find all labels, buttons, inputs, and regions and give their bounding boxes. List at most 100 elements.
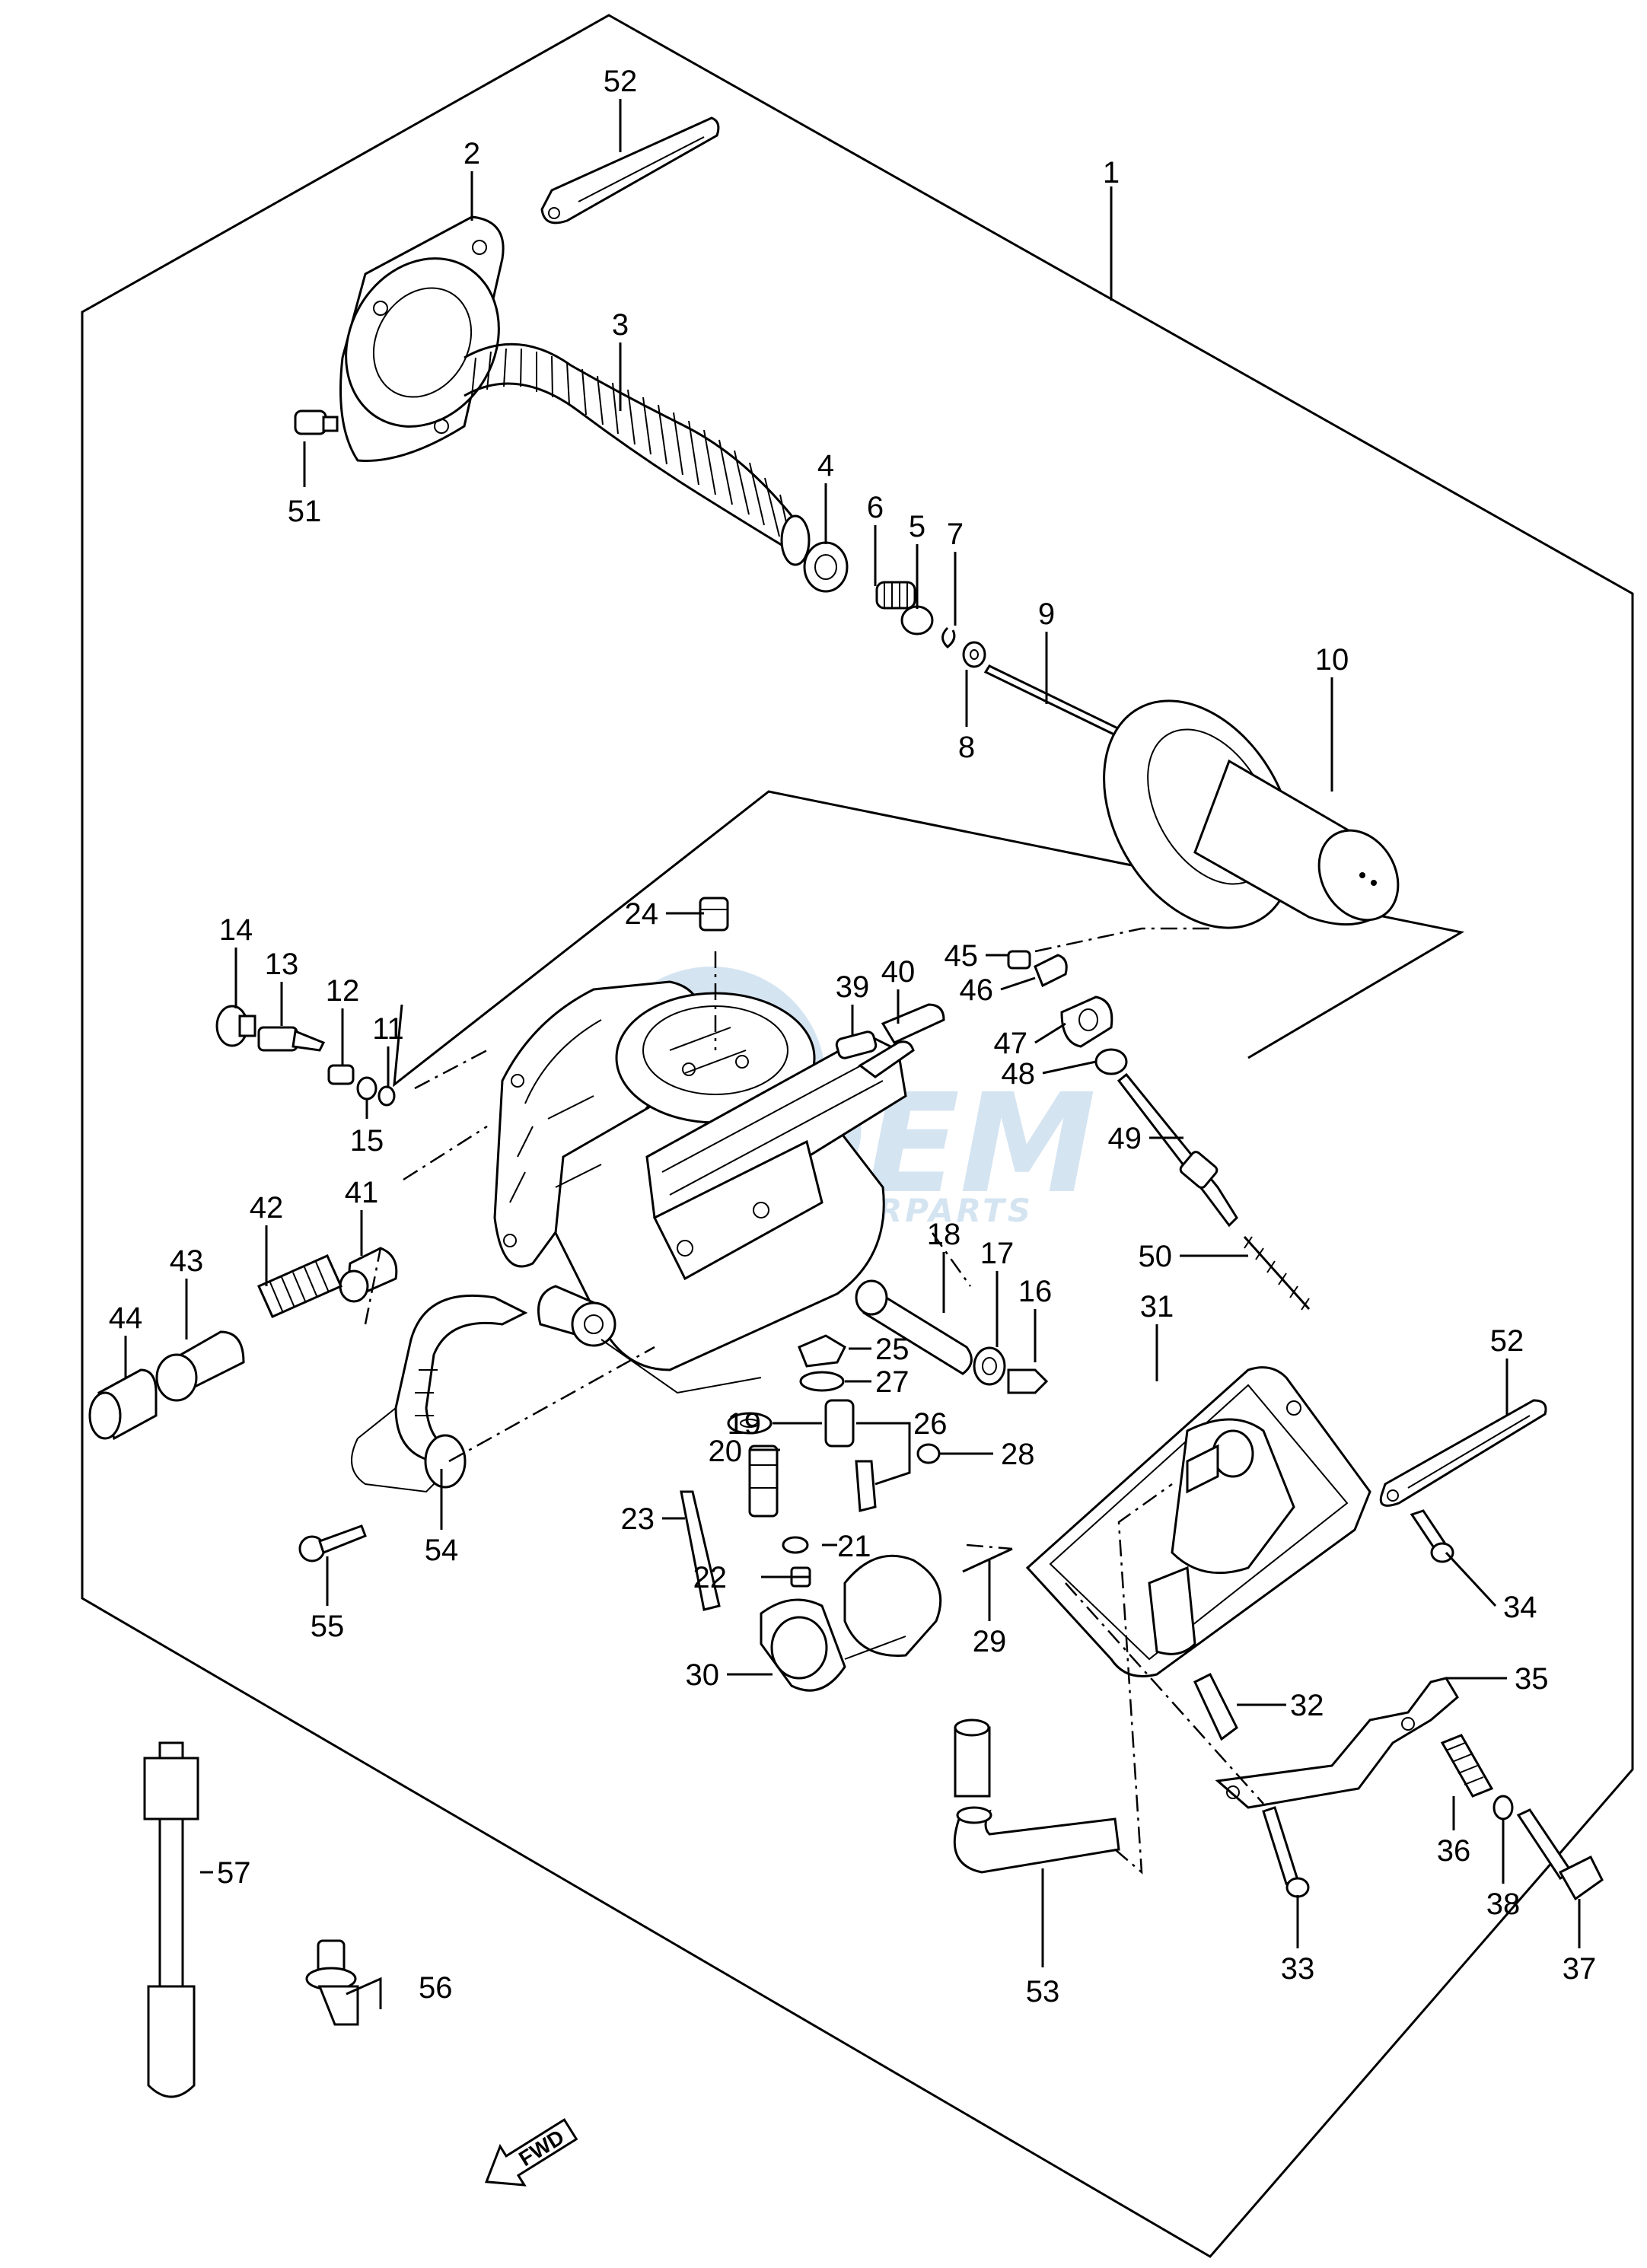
screw-37 <box>1516 1808 1604 1901</box>
callout-46: 46 <box>960 973 994 1007</box>
pin-29 <box>962 1547 1013 1573</box>
callout-54: 54 <box>425 1534 459 1567</box>
cap-25 <box>798 1334 846 1368</box>
leader-lines <box>124 99 1581 2009</box>
callout-labels: 1 2 3 4 5 6 7 8 9 10 11 12 13 14 15 16 1… <box>109 65 1597 2008</box>
hose-53 <box>953 1719 1120 1874</box>
callout-21: 21 <box>837 1530 871 1563</box>
screw-34 <box>1410 1509 1454 1563</box>
callout-38: 38 <box>1486 1887 1521 1921</box>
oring-48 <box>1094 1048 1128 1075</box>
callout-19: 19 <box>728 1407 762 1441</box>
callout-3: 3 <box>612 308 629 342</box>
oring-17 <box>973 1346 1006 1386</box>
callout-52-top: 52 <box>604 65 638 98</box>
callout-34: 34 <box>1503 1591 1537 1624</box>
callout-43: 43 <box>170 1244 204 1278</box>
fwd-arrow: FWD <box>484 2118 578 2187</box>
callout-56: 56 <box>419 1971 453 2005</box>
screw-40 <box>881 1003 945 1044</box>
screw-33 <box>1262 1806 1310 1898</box>
callout-45: 45 <box>945 939 979 973</box>
cover-2 <box>339 215 505 462</box>
jet-20 <box>748 1445 779 1518</box>
screw-32 <box>1193 1672 1238 1741</box>
callout-42: 42 <box>250 1191 284 1225</box>
switch-56 <box>305 1939 359 2026</box>
callout-22: 22 <box>693 1561 728 1594</box>
callout-26: 26 <box>913 1407 948 1441</box>
washer-15 <box>356 1076 378 1101</box>
callout-15: 15 <box>350 1124 384 1158</box>
piston-10 <box>1103 699 1400 929</box>
callout-41: 41 <box>345 1176 379 1209</box>
bowl-31 <box>1025 1366 1371 1677</box>
callout-13: 13 <box>265 948 299 981</box>
callout-8: 8 <box>958 731 975 764</box>
callout-16: 16 <box>1018 1275 1053 1308</box>
callout-35: 35 <box>1515 1662 1549 1696</box>
spring-36 <box>1440 1734 1494 1798</box>
cap-14 <box>215 1005 256 1047</box>
callout-5: 5 <box>909 510 925 543</box>
screw-55 <box>298 1524 367 1562</box>
callout-55: 55 <box>311 1610 345 1643</box>
spacer-5 <box>900 605 934 635</box>
callout-24: 24 <box>625 897 659 931</box>
callout-47: 47 <box>994 1027 1028 1060</box>
spring-6 <box>875 581 916 610</box>
harness-57 <box>143 1741 199 2098</box>
callout-1: 1 <box>1103 156 1120 190</box>
callout-23: 23 <box>621 1502 655 1536</box>
callout-29: 29 <box>973 1625 1007 1658</box>
bracket-52-top <box>540 116 720 225</box>
callout-36: 36 <box>1437 1834 1471 1868</box>
tube-18 <box>855 1279 973 1375</box>
callout-53: 53 <box>1026 1975 1060 2008</box>
callout-4: 4 <box>817 449 834 483</box>
callout-28: 28 <box>1001 1438 1035 1471</box>
callout-37: 37 <box>1563 1952 1597 1986</box>
spring-12 <box>327 1064 355 1085</box>
oring-27 <box>799 1371 845 1392</box>
cap-44 <box>88 1368 158 1441</box>
callout-31: 31 <box>1140 1290 1174 1324</box>
spring-3 <box>464 342 811 566</box>
screw-51 <box>294 409 339 435</box>
assembly-lines <box>364 927 1264 1875</box>
callout-57: 57 <box>217 1856 251 1890</box>
callout-9: 9 <box>1038 597 1055 631</box>
screw-28 <box>916 1443 941 1464</box>
callout-50: 50 <box>1139 1240 1173 1273</box>
screw-13 <box>257 1026 326 1052</box>
spring-50 <box>1243 1235 1311 1311</box>
callout-10: 10 <box>1315 643 1349 677</box>
needle-9 <box>983 664 1125 738</box>
callout-14: 14 <box>219 913 253 947</box>
kit-boundary <box>81 14 1634 2258</box>
spring-42 <box>257 1254 342 1318</box>
callout-18: 18 <box>927 1218 961 1251</box>
callout-48: 48 <box>1002 1057 1036 1091</box>
bracket-35 <box>1215 1677 1459 1809</box>
nut-43 <box>155 1330 245 1402</box>
callout-12: 12 <box>326 974 360 1008</box>
callout-6: 6 <box>867 491 884 524</box>
cap-45 <box>1007 950 1031 970</box>
callout-52-right: 52 <box>1490 1324 1524 1358</box>
spring-39 <box>835 1030 878 1059</box>
bracket-52-right <box>1379 1399 1547 1507</box>
callout-39: 39 <box>836 970 870 1004</box>
screw-24 <box>699 897 729 932</box>
holder-4 <box>803 541 849 593</box>
callout-51: 51 <box>288 495 322 528</box>
inner-group-boundary <box>393 790 1465 1088</box>
callout-20: 20 <box>709 1435 743 1468</box>
plug-46 <box>1034 954 1068 988</box>
oring-21 <box>782 1536 809 1554</box>
plunger-41 <box>339 1247 398 1303</box>
callout-40: 40 <box>881 955 916 989</box>
callout-49: 49 <box>1108 1122 1142 1155</box>
hose-left <box>351 1294 528 1493</box>
washer-19 <box>727 1412 773 1435</box>
